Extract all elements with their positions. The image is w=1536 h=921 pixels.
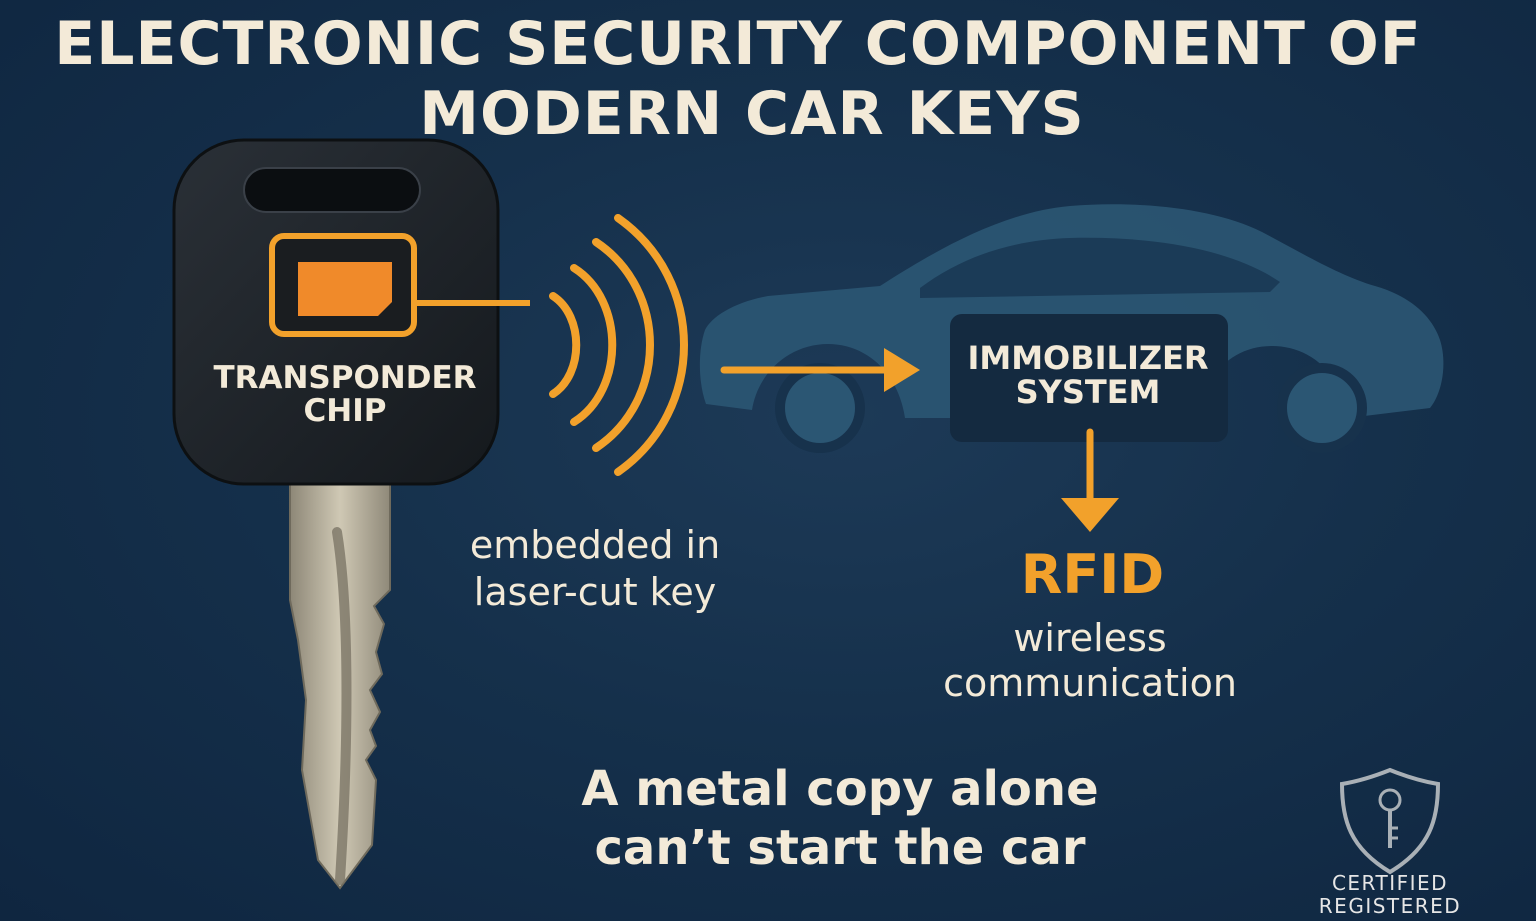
key-ring-hole — [243, 167, 421, 213]
car-key — [172, 138, 500, 890]
rfid-caption: wireless communication — [900, 616, 1280, 706]
title-line-1: ELECTRONIC SECURITY COMPONENT OF — [54, 9, 1422, 79]
chip-label-line-1: TRANSPONDER — [213, 360, 477, 396]
key-blade — [289, 479, 391, 890]
signal-arrow — [720, 348, 920, 392]
embedded-caption: embedded in laser-cut key — [430, 522, 760, 616]
badge-certified-text: CERTIFIED — [1331, 871, 1449, 895]
embedded-caption-line-1: embedded in — [469, 523, 721, 567]
transponder-chip-label: TRANSPONDER CHIP — [200, 362, 490, 427]
immobilizer-line-1: IMMOBILIZER — [967, 339, 1209, 377]
immobilizer-line-2: SYSTEM — [1015, 372, 1161, 411]
embedded-caption-line-2: laser-cut key — [473, 570, 717, 615]
rfid-arrow — [1061, 428, 1119, 532]
car-silhouette — [699, 204, 1444, 453]
chip-label-line-2: CHIP — [303, 392, 387, 429]
bottom-message: A metal copy alone can’t start the car — [560, 760, 1120, 877]
rfid-caption-line-1: wireless — [1013, 616, 1167, 660]
title-line-2: MODERN CAR KEYS — [419, 79, 1085, 149]
bottom-message-line-1: A metal copy alone — [581, 761, 1099, 817]
badge-registered-text: REGISTERED — [1318, 894, 1462, 918]
shield-key-icon — [1339, 767, 1441, 875]
bottom-message-line-2: can’t start the car — [594, 819, 1086, 876]
rfid-caption-line-2: communication — [943, 660, 1237, 705]
rfid-label: RFID — [1020, 543, 1165, 606]
chip-icon — [269, 233, 417, 337]
immobilizer-label: IMMOBILIZER SYSTEM — [952, 339, 1224, 411]
radio-waves-icon — [549, 214, 688, 476]
